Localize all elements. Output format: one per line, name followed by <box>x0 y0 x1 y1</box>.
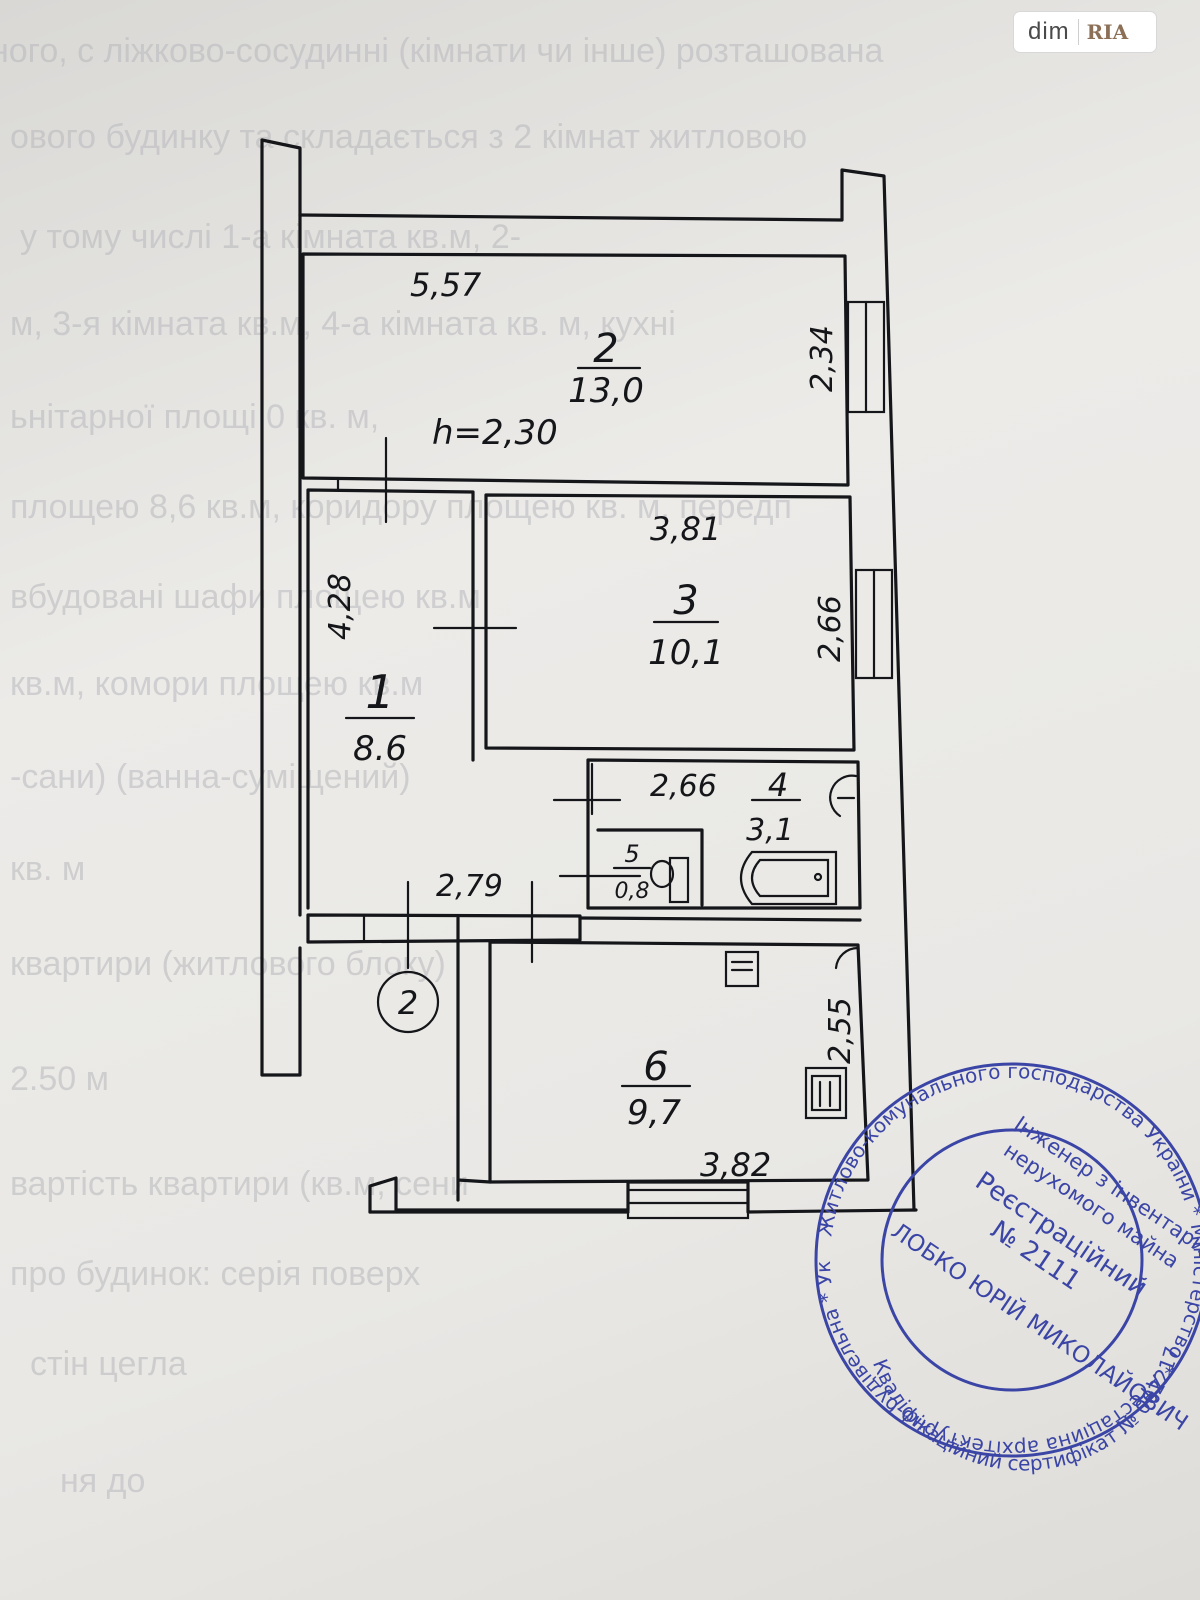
form-line: квартири (житлового блоку) <box>10 945 446 983</box>
dim-room-3-width: 3,81 <box>650 510 721 548</box>
toilet-icon <box>668 856 690 904</box>
room-3-area: 10,1 <box>648 633 724 673</box>
stove-icon <box>804 1066 848 1120</box>
top-right-outer-wall <box>298 168 916 1212</box>
room-6-walls <box>488 940 870 1184</box>
stamp-outer-ring <box>814 1062 1200 1458</box>
door-marks <box>336 436 642 970</box>
left-outer-wall <box>260 138 302 1077</box>
dim-room-6-width: 3,82 <box>700 1146 771 1184</box>
form-line: м, 3-я кімната кв.м, 4-а кімната кв. м, … <box>10 305 676 343</box>
riser-icon-kitchen <box>834 946 860 970</box>
dim-room-2-width: 5,57 <box>410 266 482 304</box>
stamp-certificate: Кваліфікаційний сертифікат № 002217 <box>868 1344 1184 1476</box>
room-2-area: 13,0 <box>568 371 644 411</box>
room-6-number: 6 <box>643 1044 668 1090</box>
corridor-wall <box>306 913 582 944</box>
room-2-number: 2 <box>593 326 618 372</box>
form-line: стін цегла <box>30 1345 187 1383</box>
bathtub-icon <box>739 850 838 906</box>
room-1-number: 1 <box>365 665 394 719</box>
floor-marker-number: 2 <box>398 984 418 1022</box>
floor-marker-circle <box>376 970 440 1034</box>
room-2-ceiling-height: h=2,30 <box>432 413 558 453</box>
dim-room-6-depth: 2,55 <box>823 997 858 1064</box>
form-line: ного, с ліжково-сосудинні (кімнати чи ін… <box>0 32 884 70</box>
background-form: ного, с ліжково-сосудинні (кімнати чи ін… <box>0 32 884 1500</box>
room-1-area: 8.6 <box>353 729 407 769</box>
form-line: про будинок: серія поверх <box>10 1255 420 1293</box>
logo-ria-text: RIA <box>1086 20 1129 44</box>
corridor-wall-2 <box>578 916 862 922</box>
fixtures <box>649 774 860 1120</box>
dim-ria-logo[interactable]: dim RIA <box>1014 12 1156 52</box>
room-4-area: 3,1 <box>746 813 794 848</box>
room-1-walls <box>306 488 475 910</box>
form-line: вартість квартири (кв.м, сени <box>10 1165 469 1203</box>
dim-room-1-depth: 4,28 <box>323 573 358 640</box>
dim-room-2-depth: 2,34 <box>805 325 840 392</box>
room-6-area: 9,7 <box>627 1093 681 1133</box>
dim-bathroom-width: 2,66 <box>650 769 717 804</box>
form-line: кв. м <box>10 850 85 888</box>
dim-room-3-depth: 2,66 <box>813 595 848 662</box>
stamp-inner-ring <box>880 1128 1144 1392</box>
form-line: кв.м, комори площею кв.м <box>10 665 423 703</box>
form-line: -сани) (ванна-суміщений) <box>10 758 411 796</box>
sink-icon <box>724 950 760 988</box>
logo-dim-text: dim <box>1028 18 1070 45</box>
form-line: ня до <box>60 1462 145 1500</box>
dim-corridor-width: 2,79 <box>436 869 503 904</box>
form-line: ьнітарної площі 0 кв. м, <box>10 398 379 436</box>
form-line: у тому числі 1-а кімната кв.м, 2- <box>20 218 521 256</box>
wc-walls <box>596 828 704 907</box>
room-3-number: 3 <box>673 578 698 624</box>
room-labels: 2 13,0 h=2,30 3 10,1 1 8.6 4 3,1 5 0,8 6… <box>344 326 802 1133</box>
room-5-area: 0,8 <box>615 879 650 904</box>
form-line: вбудовані шафи площею кв.м <box>10 578 481 616</box>
walls <box>260 138 918 1214</box>
form-line: 2.50 м <box>10 1060 109 1098</box>
floor-marker: 2 <box>376 970 440 1034</box>
form-line: ового будинку та складається з 2 кімнат … <box>10 118 807 156</box>
room-2-walls <box>301 252 850 487</box>
corridor-strip-walls <box>456 916 492 1202</box>
riser-icon <box>829 774 858 818</box>
bathroom-block-walls <box>586 758 862 910</box>
room-5-number: 5 <box>624 840 639 868</box>
room-4-number: 4 <box>768 766 788 804</box>
dimension-labels: 5,57 2,34 3,81 2,66 4,28 2,66 2,79 2,55 … <box>323 266 858 1184</box>
windows <box>626 300 894 1220</box>
form-line: площею 8,6 кв.м, коридору площею кв. м, … <box>10 488 792 526</box>
room-3-walls <box>484 493 856 752</box>
logo-separator <box>1077 19 1079 45</box>
